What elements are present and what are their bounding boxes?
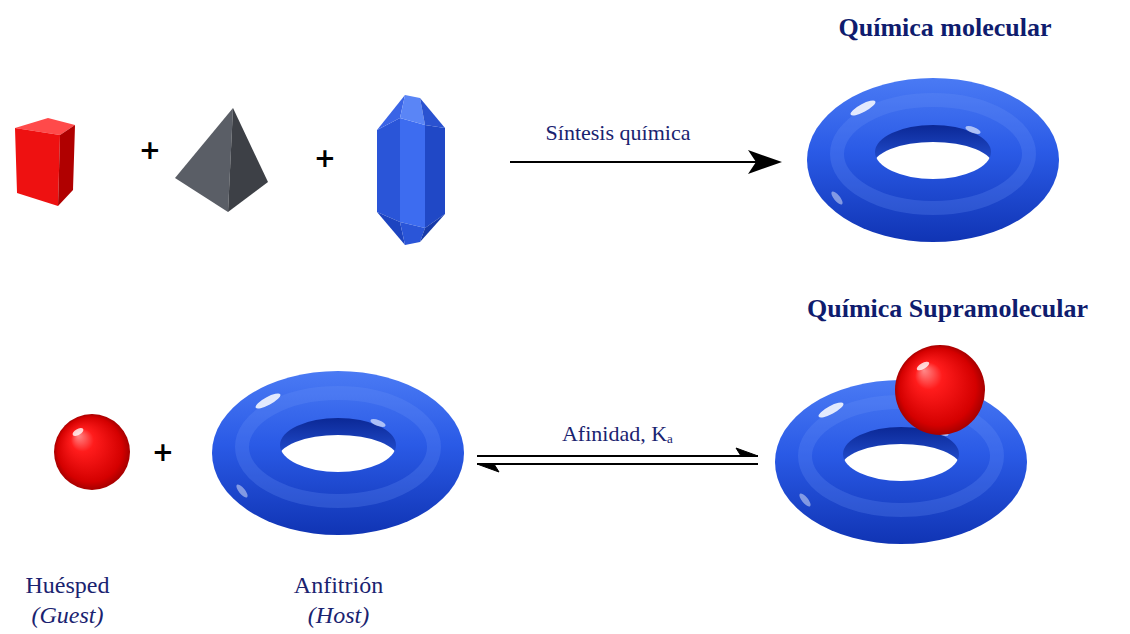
edge-label-slot: Afinidad, Kₐ	[562, 420, 673, 448]
plus-sign: +	[314, 143, 336, 173]
label-slot: Síntesis química	[546, 119, 691, 147]
guest-sphere	[54, 414, 130, 490]
complex-node: Química Supramolecular	[770, 293, 1125, 548]
host-torus	[212, 371, 464, 535]
node-subtext: (Host)	[308, 600, 369, 630]
node-heading: Anfitrión	[294, 570, 383, 600]
plus-sign: +	[139, 135, 161, 165]
torus-node: Química molecular	[810, 12, 1080, 247]
blue-crystal	[377, 95, 445, 245]
guest-node: Huésped(Guest)	[5, 405, 130, 630]
node-subtext: (Guest)	[32, 600, 104, 630]
torus-molecule	[807, 78, 1059, 242]
arrow-head	[477, 464, 499, 472]
arrow-head	[736, 448, 758, 456]
node-heading: Química Supramolecular	[807, 293, 1088, 325]
synthesis-arrow	[510, 150, 782, 174]
red-cube	[15, 118, 75, 206]
node-heading: Química molecular	[838, 12, 1051, 44]
label-slot: +	[152, 437, 174, 467]
label-slot: +	[314, 143, 336, 173]
equilibrium-arrow	[477, 448, 758, 472]
arrow-line	[477, 463, 758, 465]
arrow-line	[477, 455, 758, 457]
host-node: Anfitrión(Host)	[212, 370, 465, 630]
plus-sign: +	[152, 437, 174, 467]
grey-pyramid	[175, 108, 268, 212]
complex-sphere	[895, 345, 985, 435]
reaction-label: Síntesis química	[546, 119, 691, 147]
edge-label: Afinidad, Kₐ	[562, 420, 673, 448]
label-slot: +	[139, 135, 161, 165]
node-heading: Huésped	[26, 570, 110, 600]
